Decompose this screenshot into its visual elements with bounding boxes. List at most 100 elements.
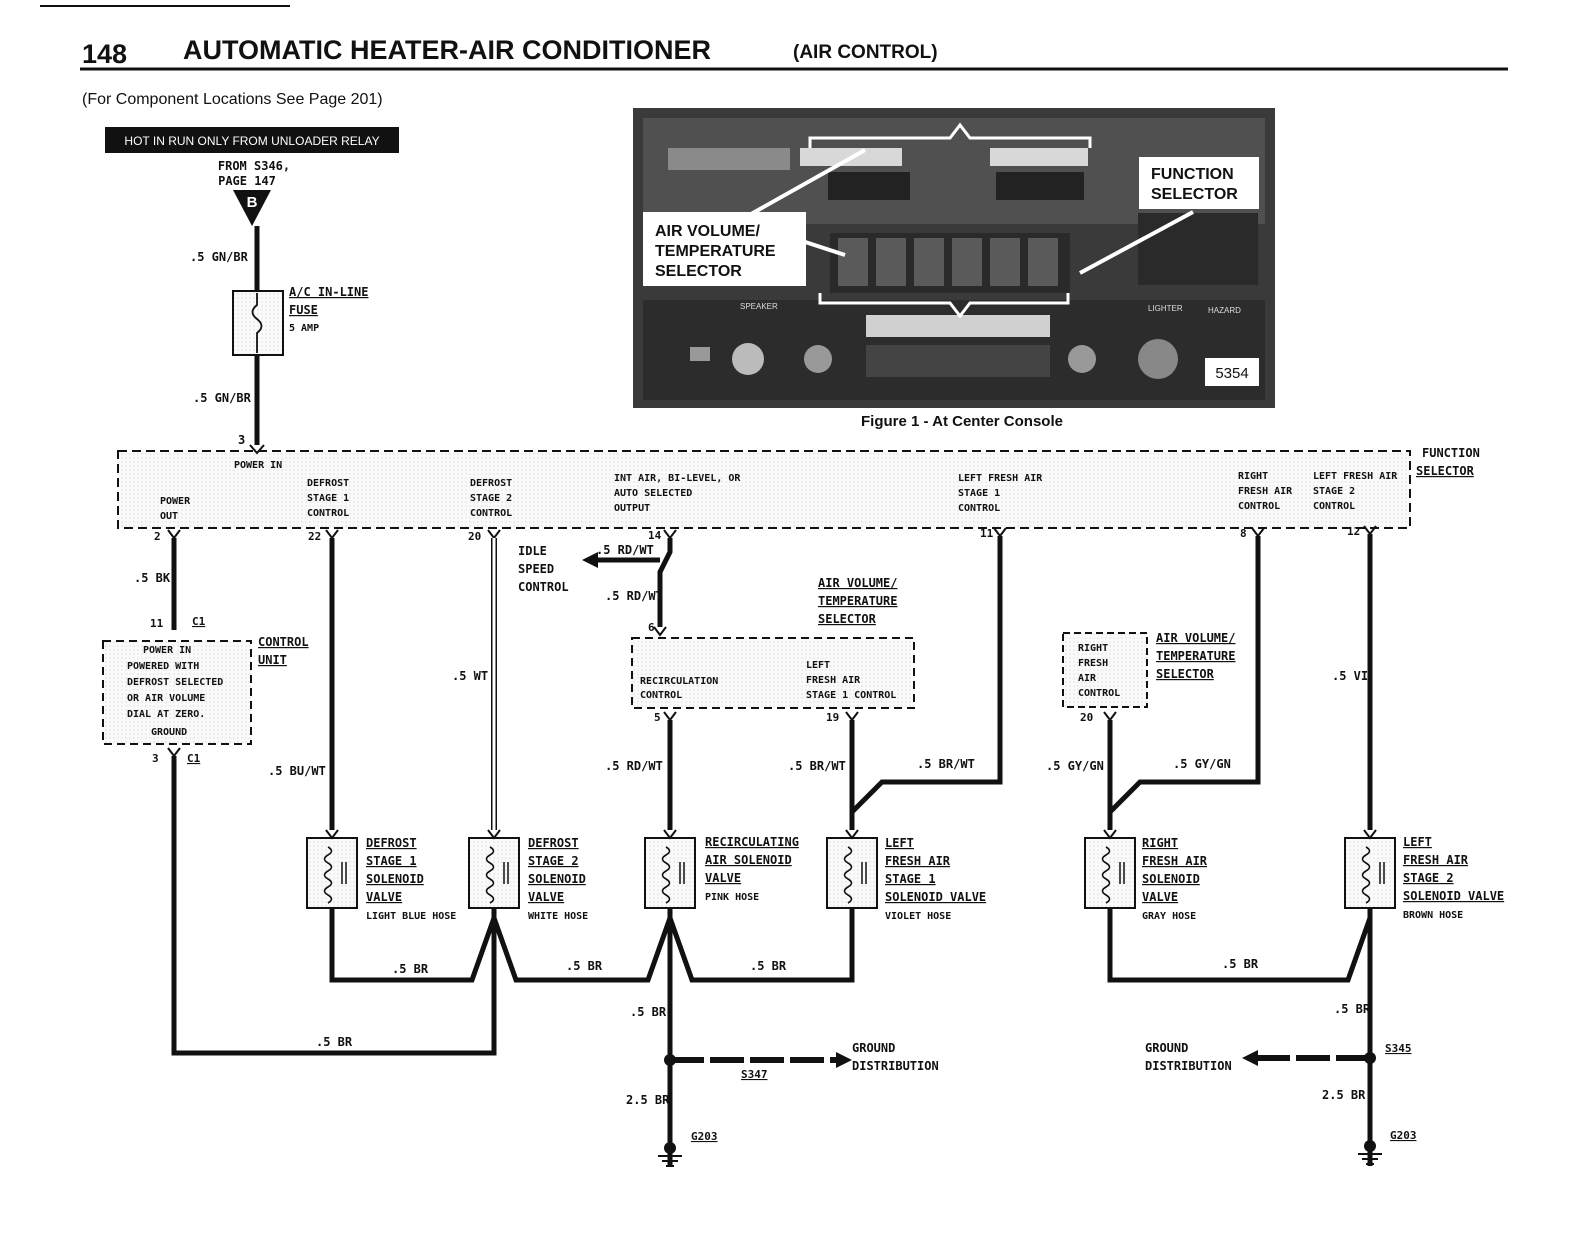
terminal-12-label-3: CONTROL — [1313, 501, 1355, 512]
valve6-label-3: STAGE 2 — [1403, 871, 1454, 885]
right-selector-label-1: RIGHT — [1078, 643, 1108, 654]
control-unit-text-3: DEFROST SELECTED — [127, 677, 223, 688]
valve4-label-3: STAGE 1 — [885, 872, 936, 886]
pin-14: 14 — [648, 529, 662, 542]
terminal-11-label-2: STAGE 1 — [958, 488, 1000, 499]
mid-selector-pin-19: 19 — [826, 711, 839, 724]
wire-recirc-mid-label: .5 RD/WT — [605, 589, 663, 603]
page-title-suffix: (AIR CONTROL) — [793, 42, 938, 63]
terminal-14-label-3: OUTPUT — [614, 503, 650, 514]
valve5-label-1: RIGHT — [1142, 836, 1178, 850]
ground-left-heavy-label: 2.5 BR — [626, 1093, 670, 1107]
idle-label-2: SPEED — [518, 562, 554, 576]
terminal-22-label-3: CONTROL — [307, 508, 349, 519]
idle-label-3: CONTROL — [518, 580, 569, 594]
idle-label-1: IDLE — [518, 544, 547, 558]
control-unit: .5 BK 11 C1 CONTROL UNIT POWER IN POWERE… — [102, 538, 497, 1056]
valve5-label-2: FRESH AIR — [1142, 854, 1208, 868]
terminal-11-label-1: LEFT FRESH AIR — [958, 473, 1043, 484]
function-selector: FUNCTION SELECTOR 3 POWER IN POWER OUT D… — [117, 433, 1480, 543]
mid-selector-left-1: LEFT — [806, 660, 830, 671]
valve2-label-4: VALVE — [528, 890, 564, 904]
ground-left-c-label: .5 BR — [750, 959, 787, 973]
terminal-8-label-3: CONTROL — [1238, 501, 1280, 512]
mid-selector-pin-6: 6 — [648, 621, 655, 634]
valve6-label-1: LEFT — [1403, 835, 1432, 849]
valve5-label-4: VALVE — [1142, 890, 1178, 904]
valve4-hose: VIOLET HOSE — [885, 911, 951, 922]
fuse-label-2: FUSE — [289, 303, 318, 317]
power-from-line2: PAGE 147 — [218, 174, 276, 188]
ground-left-dist-2: DISTRIBUTION — [852, 1059, 939, 1073]
terminal-8-label-2: FRESH AIR — [1238, 486, 1293, 497]
terminal-22-label-1: DEFROST — [307, 478, 349, 489]
terminal-20-label-3: CONTROL — [470, 508, 512, 519]
panel-label-speaker: SPEAKER — [740, 302, 778, 311]
valve-right-fresh-air: RIGHT FRESH AIR SOLENOID VALVE GRAY HOSE — [1084, 829, 1208, 922]
fuse-element-icon — [251, 293, 263, 353]
terminal-20-label-2: STAGE 2 — [470, 493, 512, 504]
fuse-wire-bottom-label: .5 GN/BR — [193, 391, 252, 405]
photo-callout-left-3: SELECTOR — [655, 263, 742, 280]
wire-defrost1-label: .5 BU/WT — [268, 764, 326, 778]
photo-callout-left-2: TEMPERATURE — [655, 243, 776, 260]
valve3-label-1: RECIRCULATING — [705, 835, 799, 849]
valve2-hose: WHITE HOSE — [528, 911, 588, 922]
photo-callout-left-1: AIR VOLUME/ — [655, 223, 760, 240]
ground-right-heavy-label: 2.5 BR — [1322, 1088, 1366, 1102]
ground-left-bottom-label: .5 BR — [316, 1035, 353, 1049]
right-selector-label-2: FRESH — [1078, 658, 1108, 669]
wire-right-fresh-a-label: .5 GY/GN — [1046, 759, 1104, 773]
wire-defrost2-label: .5 WT — [452, 669, 488, 683]
pin-8: 8 — [1240, 527, 1247, 540]
control-unit-c1-top: C1 — [192, 615, 206, 628]
control-unit-pin-bottom: 3 — [152, 752, 159, 765]
page-header: 148 AUTOMATIC HEATER-AIR CONDITIONER (AI… — [40, 5, 1508, 108]
connector-triangle-icon — [233, 190, 271, 226]
control-unit-label-2: UNIT — [258, 653, 287, 667]
wire-left-fresh1-a-label: .5 BR/WT — [788, 759, 846, 773]
terminal-2-label-2: OUT — [160, 511, 178, 522]
control-unit-text-5: DIAL AT ZERO. — [127, 709, 205, 720]
control-unit-text-2: POWERED WITH — [127, 661, 199, 672]
ground-left-a-label: .5 BR — [392, 962, 429, 976]
photo-ref-number: 5354 — [1215, 365, 1248, 382]
valve2-label-3: SOLENOID — [528, 872, 586, 886]
valve1-label-4: VALVE — [366, 890, 402, 904]
power-from-line1: FROM S346, — [218, 159, 290, 173]
control-unit-text-6: GROUND — [151, 727, 187, 738]
panel-label-hazard: HAZARD — [1208, 306, 1241, 315]
wire-left-fresh1-b-label: .5 BR/WT — [917, 757, 975, 771]
mid-selector-title-3: SELECTOR — [818, 612, 877, 626]
ground-symbol-icon — [1358, 1153, 1382, 1165]
terminal-14-label-1: INT AIR, BI-LEVEL, OR — [614, 473, 741, 484]
ground-right-drop-label: .5 BR — [1334, 1002, 1371, 1016]
control-unit-pin-top: 11 — [150, 617, 164, 630]
valve4-label-2: FRESH AIR — [885, 854, 951, 868]
control-unit-text-4: OR AIR VOLUME — [127, 693, 205, 704]
photo-callout-right-1: FUNCTION — [1151, 166, 1234, 183]
mid-selector-title-1: AIR VOLUME/ — [818, 576, 897, 590]
ground-right-a-label: .5 BR — [1222, 957, 1259, 971]
mid-selector-recirc-2: CONTROL — [640, 690, 682, 701]
control-unit-c1-bottom: C1 — [187, 752, 201, 765]
valve3-label-3: VALVE — [705, 871, 741, 885]
valve4-label-1: LEFT — [885, 836, 914, 850]
pin-2: 2 — [154, 530, 161, 543]
right-selector-title-2: TEMPERATURE — [1156, 649, 1235, 663]
panel-label-lighter: LIGHTER — [1148, 304, 1183, 313]
splice-s347-label: S347 — [741, 1068, 768, 1081]
ground-distribution-right: S345 GROUND DISTRIBUTION 2.5 BR G203 — [1145, 1041, 1417, 1165]
air-volume-selector-right: RIGHT FRESH AIR CONTROL AIR VOLUME/ TEMP… — [1062, 631, 1235, 724]
terminal-12-label-1: LEFT FRESH AIR — [1313, 471, 1398, 482]
ground-symbol-icon — [658, 1155, 682, 1167]
right-selector-title-3: SELECTOR — [1156, 667, 1215, 681]
control-unit-wire: .5 BK — [134, 571, 171, 585]
idle-arrow-icon — [582, 552, 598, 568]
ground-right-dist-1: GROUND — [1145, 1041, 1188, 1055]
valve1-hose: LIGHT BLUE HOSE — [366, 911, 456, 922]
air-volume-selector-mid: AIR VOLUME/ TEMPERATURE SELECTOR 6 RECIR… — [631, 576, 915, 724]
ground-distribution-left: S347 GROUND DISTRIBUTION 2.5 BR G203 — [626, 1041, 939, 1167]
right-selector-label-3: AIR — [1078, 673, 1097, 684]
wire-left-fresh2-label: .5 VI — [1332, 669, 1368, 683]
